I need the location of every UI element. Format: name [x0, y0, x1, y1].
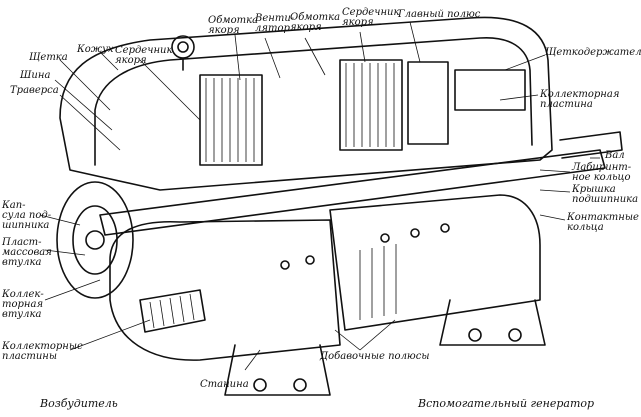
label-armature-core-right: Сердечник якоря [342, 7, 400, 28]
armature-core-right [339, 59, 403, 151]
shaft [99, 149, 606, 236]
label-slip-rings: Контактные кольца [567, 212, 639, 233]
casing-inner [94, 37, 533, 166]
label-traverse: Траверса [10, 85, 59, 96]
main-pole [407, 61, 449, 145]
label-commutator-sleeve: Коллек- торная втулка [2, 289, 44, 320]
left-end-cap [56, 181, 134, 299]
label-plastic-sleeve: Пласт- массовая втулка [2, 237, 52, 268]
foot-left [224, 344, 331, 396]
label-commutator-segment: Коллекторная пластина [540, 89, 620, 110]
label-armature-winding-2: Обмотка якоря [290, 12, 341, 33]
label-bearing-cover: Крышка подшипника [572, 184, 639, 205]
label-fan: Венти- лятор [255, 13, 295, 34]
caption-auxiliary-generator: Вспомогательный генератор [418, 397, 595, 410]
label-frame: Станина [200, 379, 249, 390]
frame-left [109, 219, 341, 361]
brush-holders [454, 69, 526, 111]
label-casing: Кожух [77, 44, 114, 55]
label-armature-core-left: Сердечник якоря [115, 45, 173, 66]
label-shaft: Вал [605, 150, 625, 161]
casing-outline [59, 16, 553, 191]
lifting-eye [171, 35, 195, 59]
label-brush: Щетка [29, 52, 68, 63]
label-labyrinth-ring: Лабиринт- ное кольцо [572, 162, 632, 183]
label-busbar: Шина [20, 70, 51, 81]
label-commutator-segments: Коллекторные пластины [2, 341, 83, 362]
foot-right [439, 299, 546, 346]
label-bearing-capsule: Кап- сула под- шипника [2, 200, 52, 231]
caption-exciter: Возбудитель [40, 397, 118, 410]
frame-right [329, 194, 541, 331]
label-brush-holders: Щеткодержатели [545, 47, 641, 58]
label-interpoles: Добавочные полюсы [320, 351, 430, 362]
commutator-left [139, 289, 206, 333]
label-armature-winding-1: Обмотка якоря [208, 15, 259, 36]
label-main-pole: Главный полюс [398, 9, 481, 20]
armature-core-left [199, 74, 263, 166]
